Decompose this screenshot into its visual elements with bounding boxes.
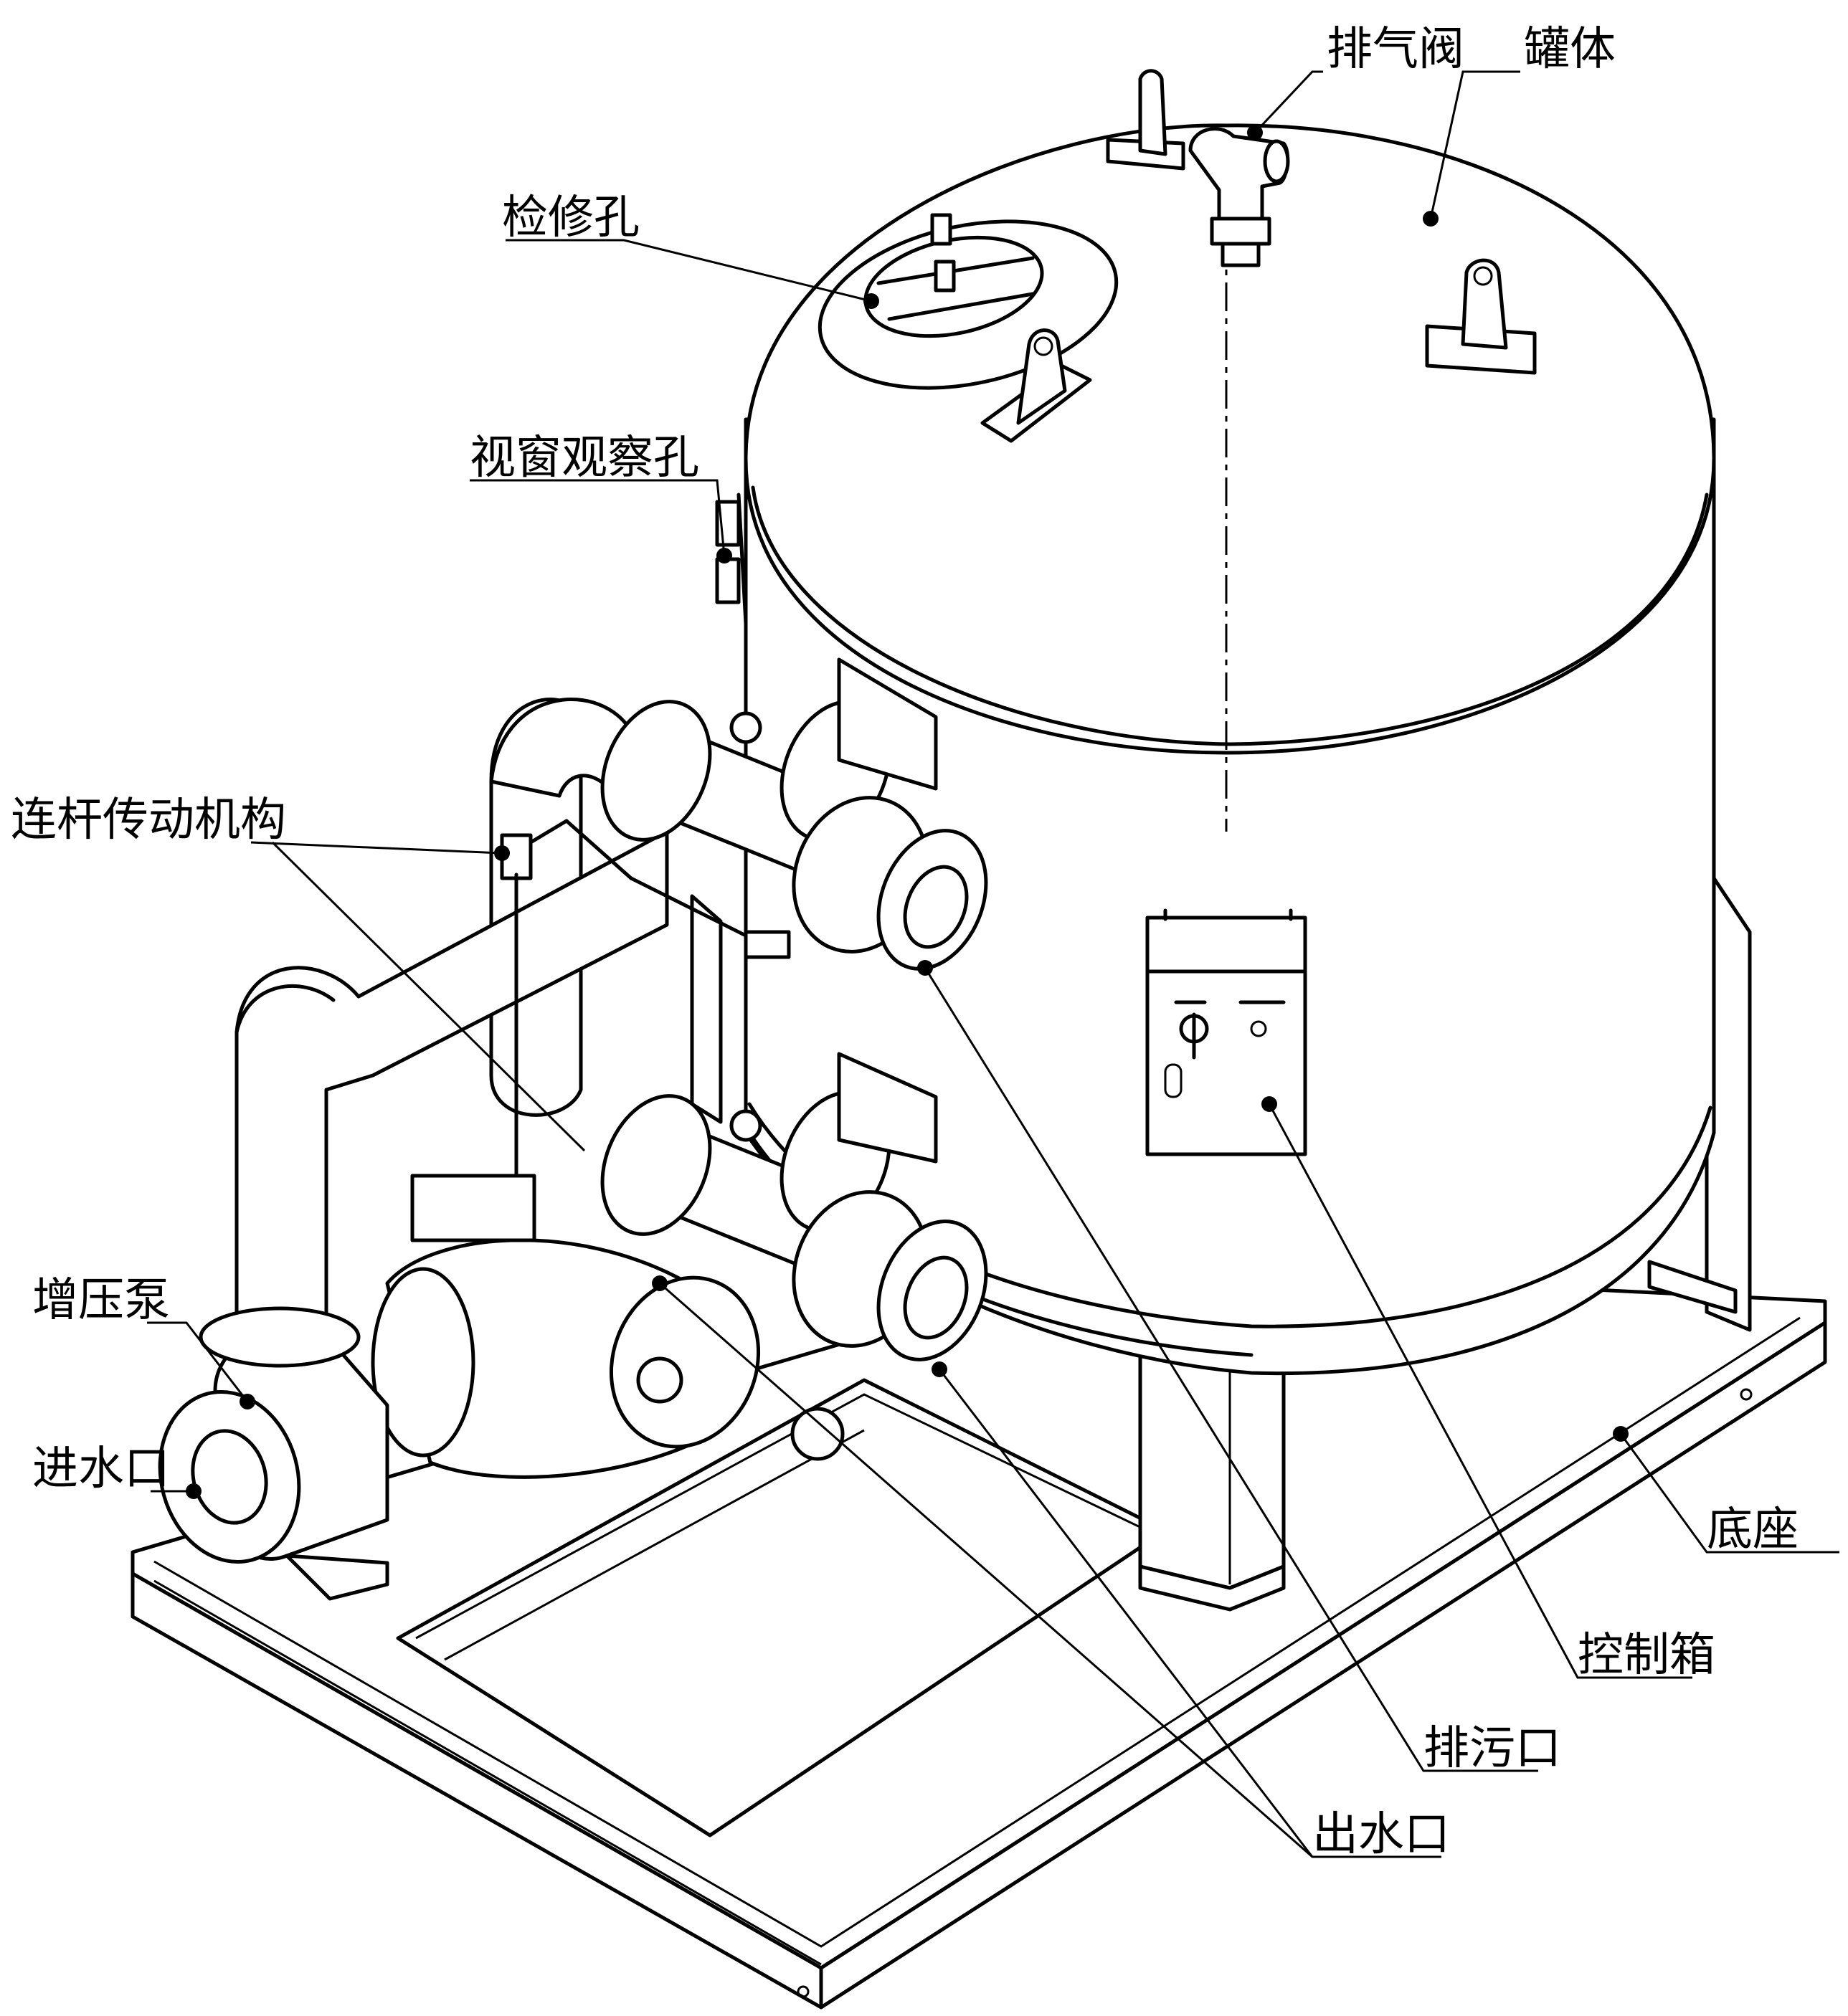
air-valve [1188,127,1290,267]
lifting-lugs [980,69,1537,443]
label-base: 底座 [1707,1503,1799,1556]
label-tank-body: 罐体 [1524,23,1616,76]
label-water-inlet: 进水口 [32,1442,170,1496]
sight-glass [715,493,748,626]
booster-pump [158,1174,845,1601]
label-booster-pump: 增压泵 [32,1274,170,1327]
label-manhole: 检修孔 [502,191,640,244]
labels: 排气阀 罐体 检修孔 视窗观察孔 连杆传动机构 增压泵 进水口 底座 控制箱 排… [11,23,1799,1861]
leader-lines [147,70,1839,1858]
label-water-outlet: 出水口 [1312,1808,1450,1861]
label-control-box: 控制箱 [1578,1629,1715,1682]
label-sight-glass: 视窗观察孔 [470,432,699,485]
label-drain-outlet: 排污口 [1423,1722,1561,1775]
control-box [1145,908,1307,1156]
label-linkage: 连杆传动机构 [11,794,286,847]
label-air-valve: 排气阀 [1327,23,1464,76]
piping [234,657,988,1361]
